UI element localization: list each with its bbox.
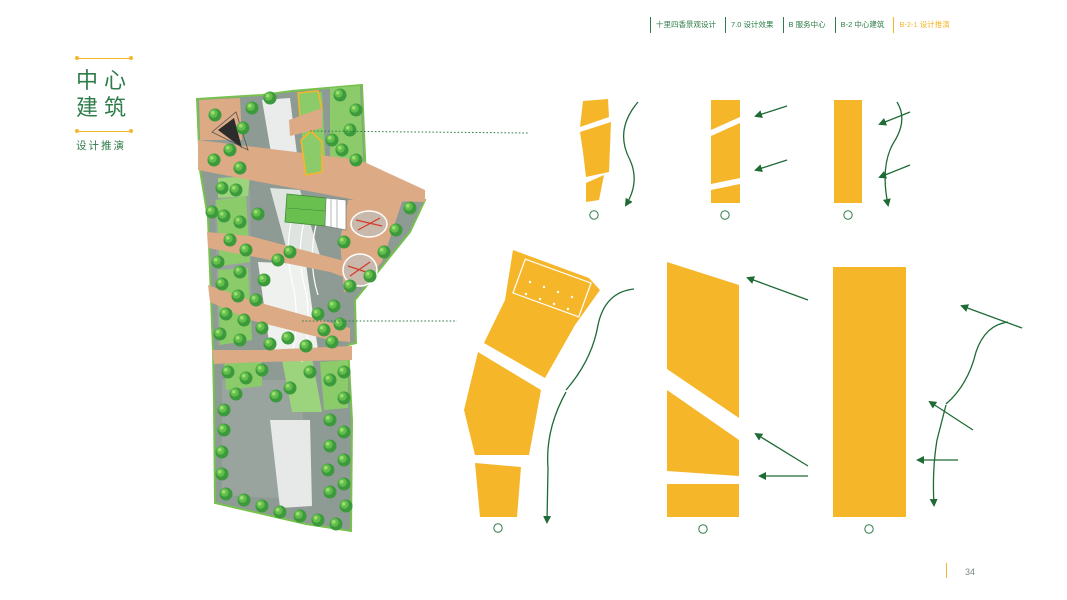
walkway	[270, 188, 322, 262]
mass-block	[667, 262, 739, 418]
diagram-top-middle	[711, 100, 788, 220]
circle-marker-icon	[864, 524, 874, 534]
mass-block	[834, 100, 862, 203]
diagram-bottom-left	[464, 250, 635, 533]
mass-block	[711, 184, 740, 203]
breadcrumb-item-design-effect[interactable]: 7.0 设计效果	[725, 17, 774, 33]
monument	[218, 118, 242, 148]
mass-block	[484, 250, 600, 378]
arrow-icon	[945, 321, 1009, 405]
title-block: 中心建筑 设计推演	[75, 56, 136, 153]
mass-block	[711, 100, 740, 130]
mass-block	[475, 463, 521, 517]
page-title: 中心建筑	[76, 68, 133, 120]
arrow-icon	[623, 101, 639, 207]
circle-marker-icon	[698, 524, 708, 534]
circle-marker-icon	[493, 523, 503, 533]
arrow-icon	[754, 159, 788, 172]
plaza-band	[212, 346, 352, 364]
title-top-divider	[75, 56, 133, 60]
central-building	[284, 193, 347, 231]
arrow-icon	[929, 404, 947, 507]
circle-marker-icon	[589, 210, 599, 220]
arrow-icon	[882, 101, 903, 207]
page-subtitle: 设计推演	[76, 140, 126, 152]
arrow-icon	[928, 400, 974, 431]
arrow-icon	[565, 288, 635, 391]
rest-area-detail	[347, 217, 383, 277]
circle-marker-icon	[720, 210, 730, 220]
mass-block	[667, 484, 739, 517]
breadcrumb-item-service-center[interactable]: B 服务中心	[782, 17, 826, 33]
diagram-bottom-middle	[667, 262, 809, 534]
breadcrumb-item-central-building[interactable]: B-2 中心建筑	[834, 17, 884, 33]
diagram-bottom-right	[833, 267, 1023, 534]
diagram-top-right	[834, 100, 911, 220]
circle-marker-icon	[843, 210, 853, 220]
arrow-icon	[746, 276, 809, 301]
page-number: 34	[946, 563, 975, 578]
arrow-icon	[754, 432, 809, 467]
mass-block	[586, 175, 604, 202]
mass-block	[833, 267, 906, 517]
highlighted-building-roof	[289, 108, 322, 136]
arrow-icon	[960, 304, 1023, 329]
breadcrumb-item-project[interactable]: 十里四香景观设计	[650, 17, 716, 33]
mass-block	[580, 99, 609, 127]
arrow-icon	[754, 105, 788, 118]
mass-block	[580, 122, 611, 177]
walkway	[270, 420, 312, 508]
site-plan	[195, 83, 427, 533]
diagram-top-left	[580, 99, 639, 220]
breadcrumb: 十里四香景观设计 7.0 设计效果 B 服务中心 B-2 中心建筑 B-2-1 …	[650, 17, 959, 33]
mass-block	[667, 390, 739, 476]
arrow-icon	[543, 391, 567, 524]
arrow-icon	[878, 111, 911, 126]
mass-block	[464, 352, 541, 455]
arrow-icon	[878, 164, 911, 179]
roof-grid-dots	[524, 280, 574, 311]
mass-block	[711, 123, 740, 184]
leader-line-top	[309, 130, 530, 134]
breadcrumb-item-design-deduction[interactable]: B-2-1 设计推演	[893, 17, 950, 33]
roof-grid	[512, 258, 592, 318]
title-bottom-divider	[75, 129, 133, 133]
